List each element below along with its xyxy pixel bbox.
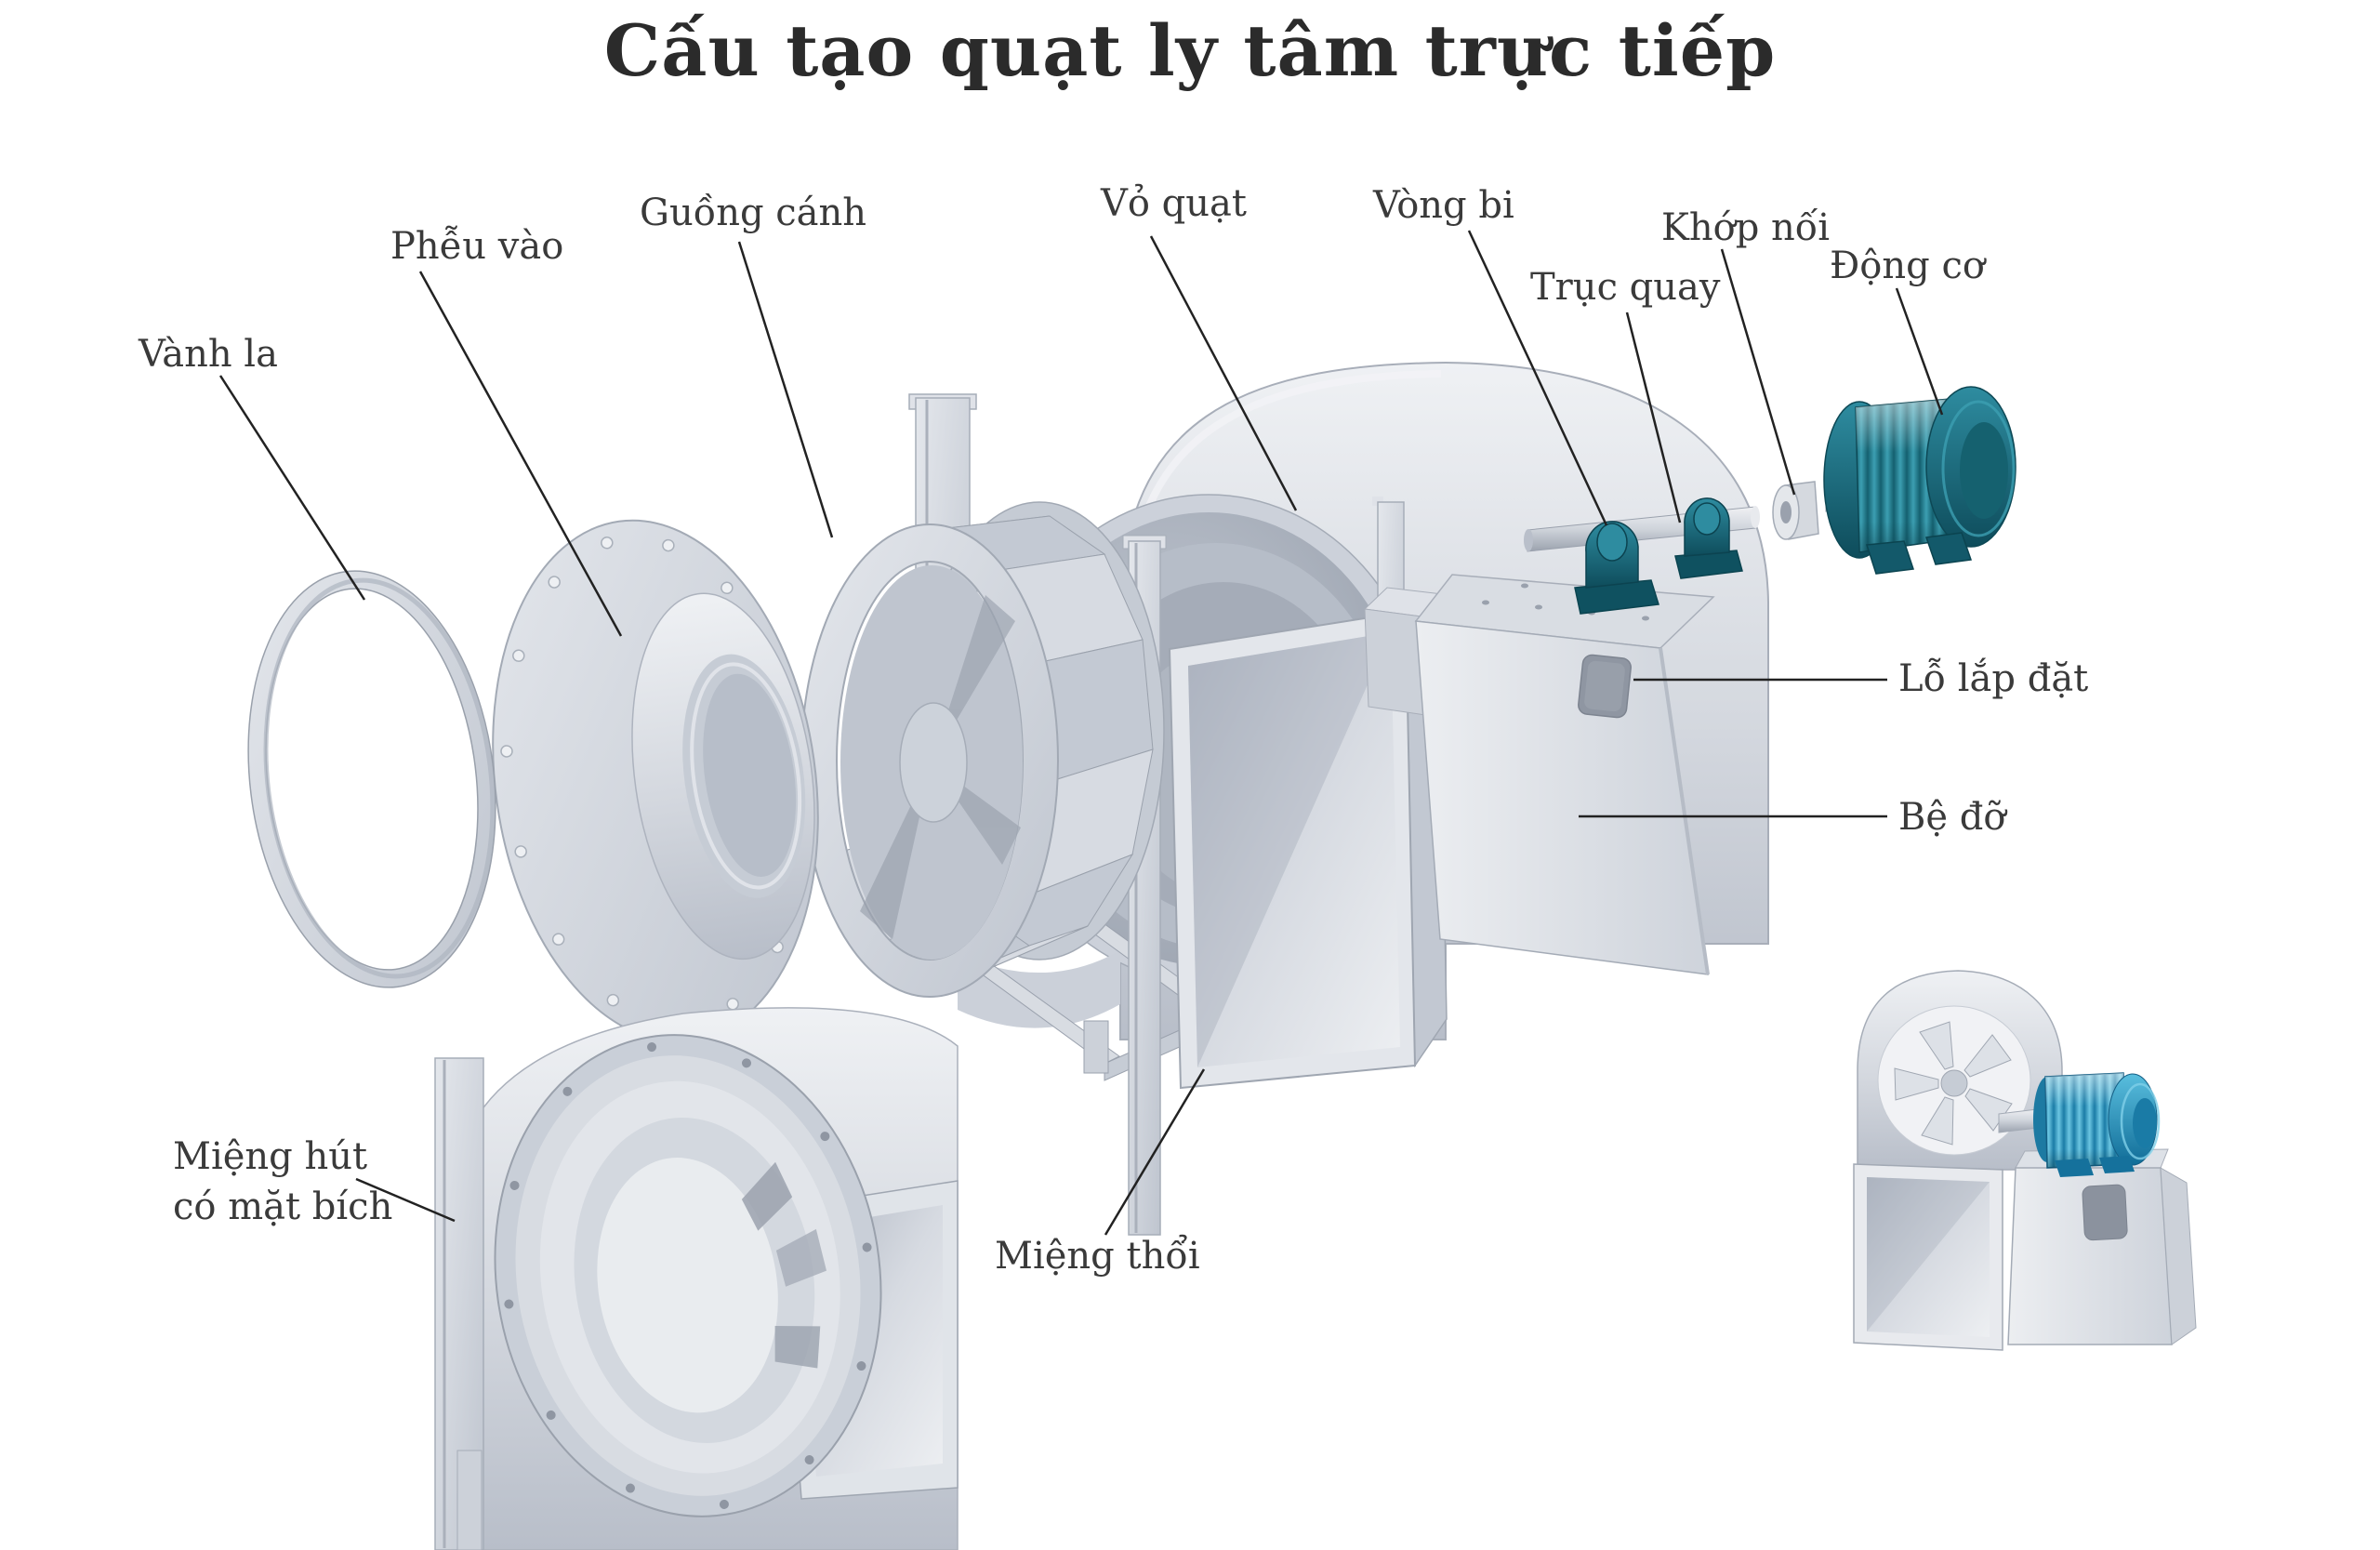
inset-suction-mouth — [434, 1007, 959, 1550]
label-guong-canh: Guồng cánh — [640, 192, 867, 234]
label-mieng-thoi: Miệng thổi — [995, 1235, 1200, 1278]
label-mieng-hut: Miệng hút có mặt bích — [173, 1133, 392, 1232]
leader-lines — [218, 230, 1944, 1236]
leader-vo-quat — [1149, 235, 1298, 511]
inset-inner-blades — [741, 1161, 826, 1369]
impeller-hub — [899, 702, 968, 823]
motor-foot — [1866, 540, 1915, 575]
label-lo-lap-dat: Lỗ lắp đặt — [1898, 657, 2089, 700]
bearing-left — [1574, 521, 1659, 615]
support-base — [1363, 574, 1715, 975]
coupling — [1772, 481, 1819, 540]
motor — [1823, 386, 2016, 575]
mounting-hole — [1578, 654, 1632, 719]
funnel-throat — [703, 673, 797, 877]
leader-khop-noi — [1720, 248, 1796, 496]
label-mieng-hut-line2: có mặt bích — [173, 1185, 393, 1228]
inset2-pedestal — [2007, 1148, 2197, 1345]
inlet-funnel — [492, 519, 819, 1043]
motor-foot — [1924, 532, 1973, 565]
leader-guong-canh — [737, 241, 834, 538]
label-mieng-hut-line1: Miệng hút — [173, 1135, 368, 1178]
drive-train — [1524, 386, 2016, 615]
leader-dong-co — [1895, 287, 1944, 416]
leader-vong-bi — [1467, 230, 1608, 526]
inset-suction-flange — [494, 1034, 882, 1517]
inset2-hub — [1940, 1069, 1968, 1097]
inset-flange-bolt-holes — [504, 1042, 872, 1509]
leader-mieng-thoi — [1104, 1068, 1206, 1236]
impeller-front-ring — [800, 523, 1060, 998]
label-pheu-vao: Phễu vào — [390, 225, 564, 268]
leader-vanh-la — [218, 375, 366, 601]
impeller — [800, 501, 1165, 998]
leader-truc-quay — [1625, 311, 1682, 523]
inset2-outlet-duct — [1853, 1163, 2003, 1351]
label-khop-noi: Khớp nối — [1661, 206, 1831, 249]
page-title: Cấu tạo quạt ly tâm trực tiếp — [603, 9, 1777, 92]
leader-pheu-vao — [418, 271, 623, 637]
label-be-do: Bệ đỡ — [1898, 796, 2006, 839]
label-dong-co: Động cơ — [1830, 245, 1985, 287]
bearing-right — [1674, 497, 1743, 579]
label-vanh-la: Vành la — [139, 333, 278, 376]
inset2-mounting-hole — [2082, 1184, 2128, 1241]
label-truc-quay: Trục quay — [1530, 266, 1721, 309]
label-vong-bi: Vòng bi — [1373, 184, 1514, 227]
label-vo-quat: Vỏ quạt — [1101, 182, 1247, 225]
leader-mieng-hut — [355, 1177, 456, 1223]
inset-stand-leg — [456, 1450, 483, 1550]
flange-ring — [247, 570, 496, 988]
inset2-motor — [1998, 1072, 2161, 1177]
outlet-duct — [1168, 610, 1448, 1090]
inset-assembled-fan — [1853, 970, 2197, 1351]
